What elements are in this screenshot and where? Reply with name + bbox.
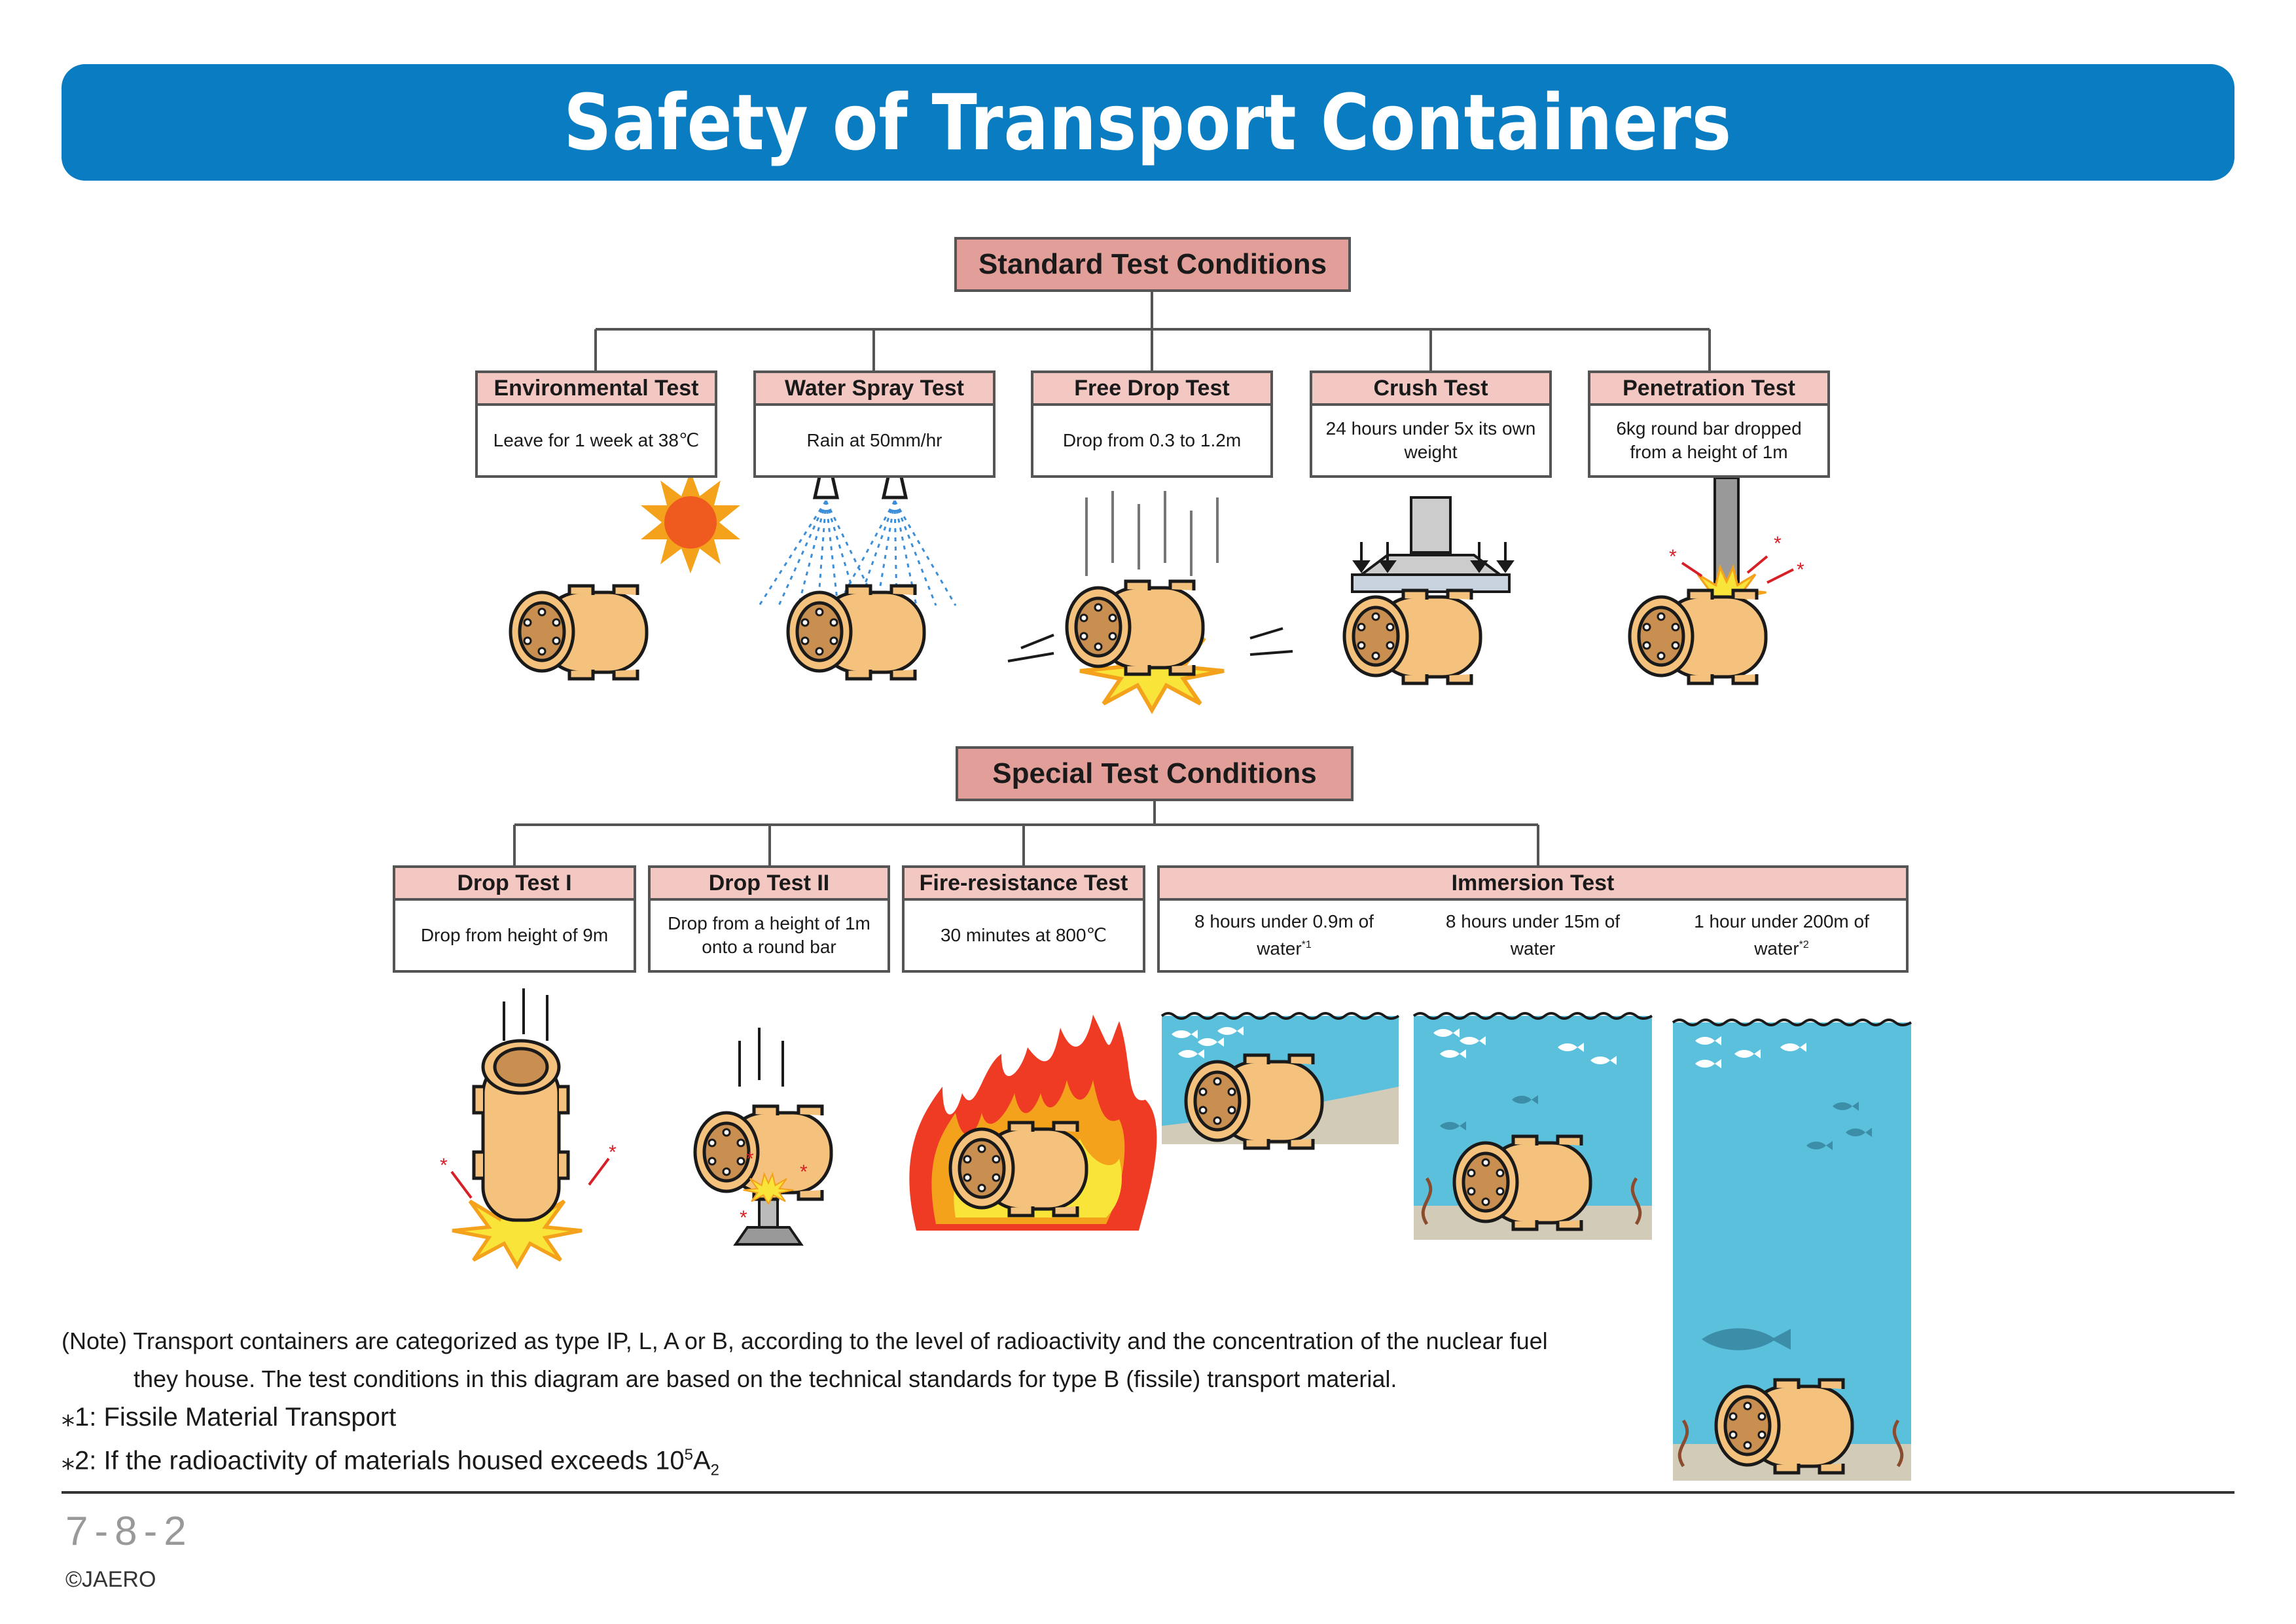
card-title: Drop Test I: [395, 868, 634, 901]
standard-connectors: [594, 291, 1711, 372]
svg-text:*: *: [609, 1142, 617, 1163]
card-desc: 6kg round bar dropped from a height of 1…: [1616, 418, 1802, 462]
title-banner: Safety of Transport Containers: [62, 64, 2234, 181]
immersion-conditions: 8 hours under 0.9m of water*1 8 hours un…: [1160, 901, 1906, 970]
card-title: Crush Test: [1312, 373, 1549, 406]
card-desc: Drop from height of 9m: [420, 925, 609, 945]
special-test-label: Special Test Conditions: [956, 746, 1354, 801]
environmental-test-card: Environmental Test Leave for 1 week at 3…: [475, 370, 717, 478]
crush-press-icon: [1351, 496, 1515, 593]
card-title: Penetration Test: [1590, 373, 1827, 406]
card-desc: 24 hours under 5x its own weight: [1325, 418, 1536, 462]
immersion-condition-1: 8 hours under 0.9m of water*1: [1194, 911, 1374, 959]
card-desc: Drop from a height of 1m onto a round ba…: [668, 913, 870, 957]
page-number: 7-8-2: [65, 1509, 193, 1554]
immersion-test-card: Immersion Test 8 hours under 0.9m of wat…: [1157, 865, 1909, 973]
immersion-panel-3: [1672, 1019, 1912, 1481]
copyright: ©JAERO: [65, 1567, 156, 1592]
fire-resistance-test-card: Fire-resistance Test 30 minutes at 800℃: [902, 865, 1145, 973]
note-line-2: they house. The test conditions in this …: [134, 1365, 1397, 1392]
page-title: Safety of Transport Containers: [564, 77, 1732, 168]
svg-text:*: *: [746, 1148, 754, 1170]
drop-test-1-illustration: **: [440, 988, 617, 1266]
card-title: Immersion Test: [1160, 868, 1906, 901]
card-desc: Rain at 50mm/hr: [806, 430, 942, 450]
footer-divider: [62, 1491, 2234, 1494]
svg-text:*: *: [1774, 533, 1782, 554]
card-desc: Leave for 1 week at 38℃: [493, 430, 700, 450]
footnote-2: ⁎2: If the radioactivity of materials ho…: [62, 1446, 720, 1479]
free-drop-test-card: Free Drop Test Drop from 0.3 to 1.2m: [1031, 370, 1273, 478]
drop-test-2-illustration: * * *: [695, 1028, 831, 1246]
note-line-1: (Note) Transport containers are categori…: [62, 1327, 1548, 1354]
immersion-condition-3: 1 hour under 200m of water*2: [1694, 911, 1869, 959]
immersion-panel-1: [1160, 1012, 1400, 1148]
drop-test-1-card: Drop Test I Drop from height of 9m: [393, 865, 636, 973]
card-title: Environmental Test: [478, 373, 715, 406]
round-bar-icon: * * *: [1669, 477, 1804, 615]
special-connectors: [513, 800, 1539, 868]
footnote-1: ⁎1: Fissile Material Transport: [62, 1403, 397, 1432]
fish-icon: [1702, 1328, 1791, 1350]
card-title: Drop Test II: [651, 868, 888, 901]
svg-text:*: *: [1669, 546, 1677, 568]
svg-text:*: *: [740, 1207, 747, 1229]
card-desc: Drop from 0.3 to 1.2m: [1062, 430, 1242, 450]
card-title: Free Drop Test: [1033, 373, 1270, 406]
sun-icon: [641, 471, 740, 573]
water-spray-test-card: Water Spray Test Rain at 50mm/hr: [753, 370, 996, 478]
card-desc: 30 minutes at 800℃: [940, 925, 1107, 945]
penetration-test-card: Penetration Test 6kg round bar dropped f…: [1588, 370, 1830, 478]
card-title: Water Spray Test: [756, 373, 993, 406]
seaweed-icon: [1421, 1177, 1642, 1225]
notes: (Note) Transport containers are categori…: [62, 1322, 1659, 1489]
svg-text:*: *: [800, 1161, 808, 1183]
motion-lines: [1085, 491, 1219, 576]
card-title: Fire-resistance Test: [905, 868, 1143, 901]
svg-text:*: *: [1797, 559, 1804, 581]
crush-test-card: Crush Test 24 hours under 5x its own wei…: [1310, 370, 1552, 478]
immersion-panel-2: [1412, 1012, 1653, 1240]
svg-text:*: *: [440, 1155, 448, 1176]
drop-test-2-card: Drop Test II Drop from a height of 1m on…: [648, 865, 890, 973]
container-icon: [511, 586, 647, 679]
standard-test-label: Standard Test Conditions: [954, 237, 1351, 292]
immersion-condition-2: 8 hours under 15m of water: [1445, 911, 1621, 959]
